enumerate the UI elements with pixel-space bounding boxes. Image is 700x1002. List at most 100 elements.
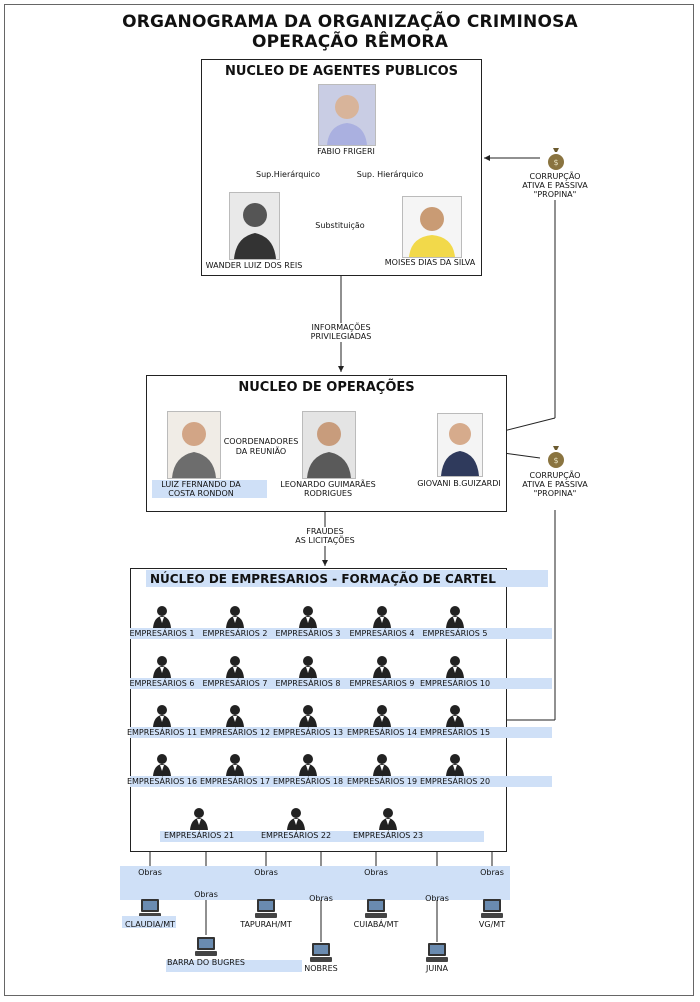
money-bag-icon: $ (548, 148, 564, 170)
obras-highlight (120, 866, 510, 900)
coord-l2: DA REUNIÃO (235, 447, 287, 456)
luiz-name-l2: COSTA RONDON (168, 489, 234, 498)
row-highlight (130, 776, 552, 787)
moises-name: MOISES DIAS DA SILVA (384, 258, 476, 267)
empresario-label: EMPRESÁRIOS 19 (346, 777, 418, 786)
empresarios-title-highlight (146, 570, 548, 587)
obras-label: Obras (138, 868, 162, 877)
computer-icon (194, 936, 218, 962)
empresario-label: EMPRESÁRIOS 11 (126, 728, 198, 737)
obras-label: Obras (309, 894, 333, 903)
empresario-label: EMPRESÁRIOS 21 (163, 831, 235, 840)
empresario-label: EMPRESÁRIOS 18 (272, 777, 344, 786)
sup-label-right: Sup. Hierárquico (356, 170, 424, 179)
city-label: CUIABÁ/MT (353, 920, 399, 929)
empresario-label: EMPRESÁRIOS 2 (202, 629, 268, 638)
row-highlight (130, 678, 552, 689)
svg-text:$: $ (553, 158, 558, 167)
person-icon (152, 604, 172, 632)
coord-l1: COORDENADORES (223, 437, 299, 446)
leonardo-name-l2: RODRIGUES (303, 489, 353, 498)
obras-label: Obras (194, 890, 218, 899)
corrupcao2-l2: ATIVA E PASSIVA (522, 480, 588, 489)
person-icon (189, 806, 209, 834)
person-icon (225, 654, 245, 682)
computer-icon (254, 898, 278, 924)
agentes-title: NUCLEO DE AGENTES PUBLICOS (224, 64, 459, 79)
fraudes-l2: AS LICITAÇÕES (284, 536, 366, 546)
row-highlight (130, 727, 552, 738)
person-icon (225, 752, 245, 780)
city-label: NOBRES (304, 964, 338, 973)
person-icon (445, 752, 465, 780)
empresario-label: EMPRESÁRIOS 15 (419, 728, 491, 737)
leonardo-photo (302, 411, 356, 479)
city-label: CLAUDIA/MT (124, 920, 176, 929)
person-icon (372, 654, 392, 682)
person-icon (372, 752, 392, 780)
city-label: JUINA (425, 964, 449, 973)
empresario-label: EMPRESÁRIOS 12 (199, 728, 271, 737)
person-icon (445, 703, 465, 731)
empresario-label: EMPRESÁRIOS 13 (272, 728, 344, 737)
obras-label: Obras (254, 868, 278, 877)
empresario-label: EMPRESÁRIOS 14 (346, 728, 418, 737)
money-bag-icon: $ (548, 446, 564, 468)
computer-icon (425, 942, 449, 968)
obras-label: Obras (425, 894, 449, 903)
giovani-photo (437, 413, 483, 477)
person-icon (152, 752, 172, 780)
operacoes-title: NUCLEO DE OPERAÇÕES (238, 380, 415, 395)
person-icon (378, 806, 398, 834)
city-label: TAPURAH/MT (240, 920, 292, 929)
computer-icon (480, 898, 504, 924)
person-icon (372, 604, 392, 632)
person-icon (372, 703, 392, 731)
leonardo-name-l1: LEONARDO GUIMARÃES (280, 480, 376, 489)
empresario-label: EMPRESÁRIOS 8 (275, 679, 341, 688)
corrupcao1-l1: CORRUPÇÃO (529, 172, 581, 181)
luiz-name-l1: LUIZ FERNANDO DA (161, 480, 241, 489)
fabio-name: FABIO FRIGERI (317, 147, 375, 156)
computer-icon (309, 942, 333, 968)
fraudes-l1: FRAUDES (284, 527, 366, 537)
empresario-label: EMPRESÁRIOS 10 (419, 679, 491, 688)
computer-icon (364, 898, 388, 924)
person-icon (286, 806, 306, 834)
wander-photo (229, 192, 280, 260)
row-highlight (160, 831, 484, 842)
fabio-photo (318, 84, 376, 146)
empresario-label: EMPRESÁRIOS 20 (419, 777, 491, 786)
city-highlight (166, 960, 302, 972)
obras-label: Obras (480, 868, 504, 877)
luiz-highlight (152, 480, 267, 498)
empresario-label: EMPRESÁRIOS 23 (352, 831, 424, 840)
informacoes-l2: PRIVILEGIADAS (290, 332, 392, 342)
moises-photo (402, 196, 462, 258)
row-highlight (130, 628, 552, 639)
page-frame (4, 4, 694, 996)
giovani-name: GIOVANI B.GUIZARDI (417, 479, 501, 488)
person-icon (445, 654, 465, 682)
obras-label: Obras (364, 868, 388, 877)
substituicao-label: Substituição (300, 221, 380, 231)
person-icon (225, 703, 245, 731)
luiz-photo (167, 411, 221, 479)
person-icon (298, 703, 318, 731)
wander-name: WANDER LUIZ DOS REIS (205, 261, 303, 270)
empresarios-box (130, 568, 507, 852)
city-label: VG/MT (478, 920, 506, 929)
empresario-label: EMPRESÁRIOS 6 (129, 679, 195, 688)
person-icon (225, 604, 245, 632)
empresario-label: EMPRESÁRIOS 22 (260, 831, 332, 840)
sup-label-left: Sup.Hierárquico (256, 170, 320, 179)
person-icon (152, 654, 172, 682)
empresario-label: EMPRESÁRIOS 17 (199, 777, 271, 786)
empresario-label: EMPRESÁRIOS 3 (275, 629, 341, 638)
person-icon (152, 703, 172, 731)
empresario-label: EMPRESÁRIOS 1 (129, 629, 195, 638)
person-icon (445, 604, 465, 632)
city-label: BARRA DO BUGRES (166, 958, 245, 967)
page-title-line1: ORGANOGRAMA DA ORGANIZAÇÃO CRIMINOSA (122, 12, 578, 32)
empresario-label: EMPRESÁRIOS 5 (422, 629, 488, 638)
